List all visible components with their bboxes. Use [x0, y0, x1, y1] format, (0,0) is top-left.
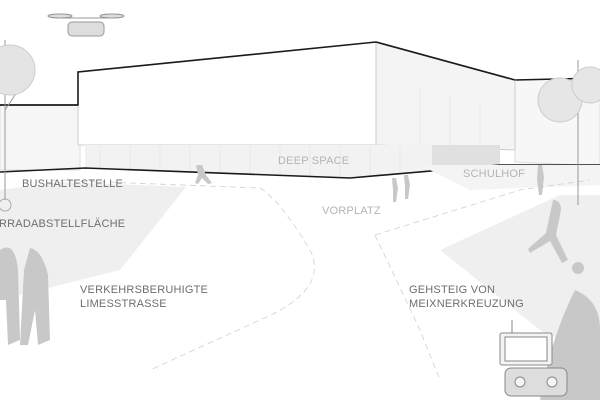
label-bike-parking: FAHRRADABSTELLFLÄCHE [0, 218, 126, 230]
tree-left [0, 40, 36, 212]
remote-controller-icon [499, 320, 568, 397]
label-street-line1: VERKEHRSBERUHIGTE [80, 284, 209, 296]
label-forecourt: VORPLATZ [322, 205, 381, 217]
tree-right [537, 60, 600, 205]
label-schoolyard: SCHULHOF [463, 168, 526, 180]
label-building: DEEP SPACE [278, 155, 350, 167]
label-street-line2: LIMESSTRASSE [80, 298, 167, 310]
label-sidewalk-line2: MEIXNERKREUZUNG [409, 298, 524, 310]
low-building-left [0, 104, 81, 171]
main-building [0, 41, 600, 179]
sidewalk-patch-right [440, 195, 600, 360]
drone-icon [47, 13, 125, 37]
path-lines [49, 179, 591, 381]
label-bus-stop: BUSHALTESTELLE [22, 178, 124, 190]
schoolyard-area [420, 165, 600, 190]
label-sidewalk-line1: GEHSTEIG VON [409, 284, 496, 296]
